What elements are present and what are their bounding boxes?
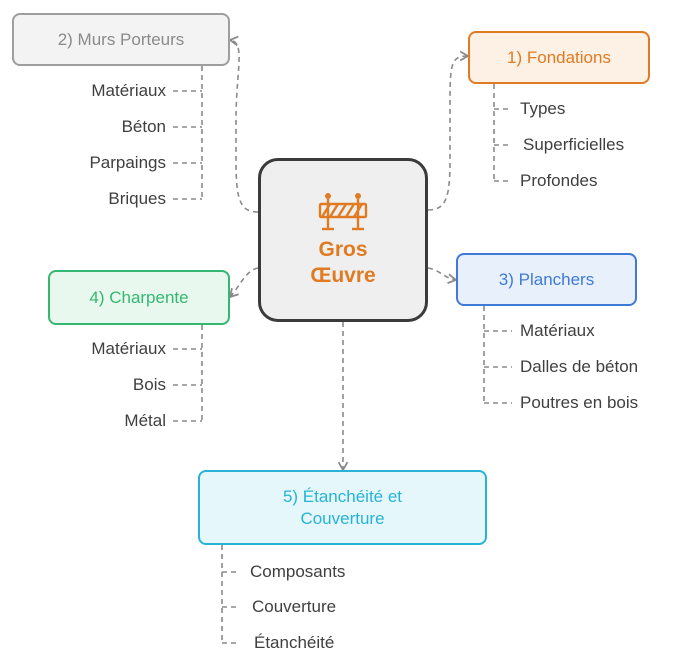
connector-murs (228, 35, 259, 213)
leaf-planchers-2: Dalles de béton (520, 357, 639, 376)
leaf-fondations-3: Profondes (520, 171, 598, 190)
leaf-planchers-3: Poutres en bois (520, 393, 639, 412)
leaf-etancheite-3: Étanchéité (254, 633, 335, 652)
leaf-murs-2: Béton (121, 117, 166, 136)
node-etancheite[interactable]: 5) Étanchéité et Couverture (198, 470, 487, 545)
leaf-charpente-2: Bois (132, 375, 166, 394)
bracket-etancheite (221, 545, 240, 644)
leaf-charpente-3: Métal (124, 411, 166, 430)
leaf-fondations-2: Superficielles (523, 135, 625, 154)
connector-charpente (228, 267, 259, 299)
leaf-murs-3: Parpaings (89, 153, 166, 172)
center-title: Gros Œuvre (310, 238, 376, 287)
node-planchers[interactable]: 3) Planchers (456, 253, 637, 306)
connector-planchers (427, 267, 458, 284)
bracket-planchers (483, 306, 512, 404)
connector-fondations (427, 50, 470, 211)
leaf-etancheite-1: Composants (250, 562, 346, 581)
center-node[interactable]: Gros Œuvre (258, 158, 428, 322)
bracket-fondations (493, 84, 512, 182)
node-fondations-label: 1) Fondations (507, 47, 611, 67)
bracket-murs (173, 66, 203, 200)
leaf-murs-4: Briques (108, 189, 166, 208)
node-murs-porteurs[interactable]: 2) Murs Porteurs (12, 13, 230, 66)
node-planchers-label: 3) Planchers (498, 269, 595, 289)
bracket-charpente (173, 325, 203, 422)
leaf-planchers-1: Matériaux (520, 321, 595, 340)
roadblock-icon (318, 193, 368, 231)
leaf-murs-1: Matériaux (91, 81, 166, 100)
leaf-etancheite-2: Couverture (252, 597, 337, 616)
leaf-charpente-1: Matériaux (91, 339, 166, 358)
node-charpente-label: 4) Charpente (89, 287, 189, 307)
node-murs-label: 2) Murs Porteurs (57, 29, 185, 49)
node-fondations[interactable]: 1) Fondations (468, 31, 650, 84)
node-charpente[interactable]: 4) Charpente (48, 270, 230, 325)
leaf-fondations-1: Types (520, 99, 566, 118)
node-etancheite-label: 5) Étanchéité et Couverture (282, 486, 403, 528)
